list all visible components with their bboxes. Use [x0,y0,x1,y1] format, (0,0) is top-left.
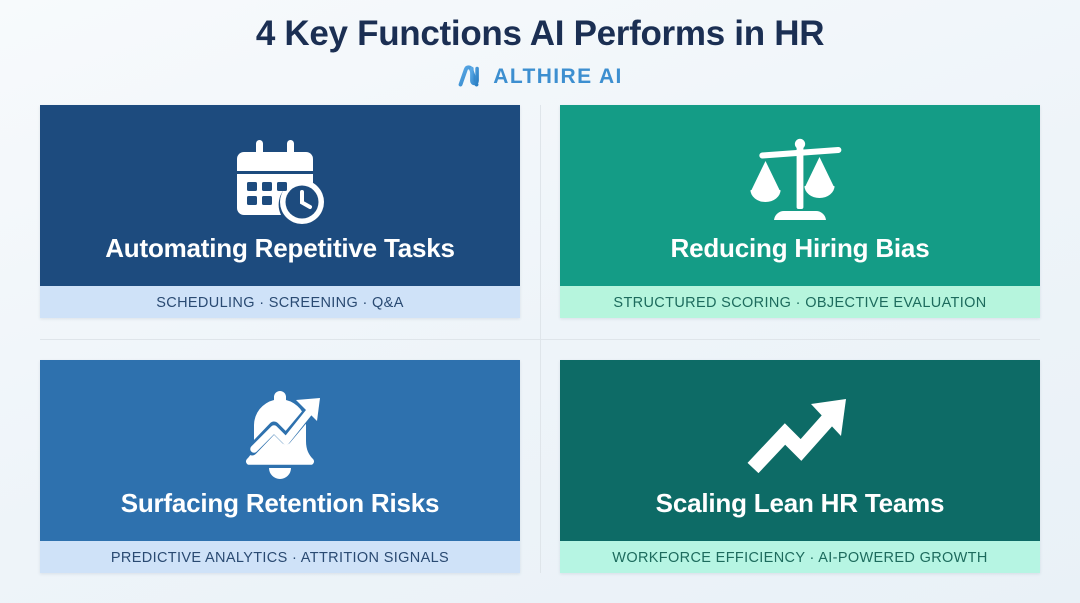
card-footer: SCHEDULING · SCREENING · Q&A [40,286,520,318]
brand-lockup: ALTHIRE AI [0,63,1080,90]
trending-up-arrow-icon [745,384,855,488]
card-body: Reducing Hiring Bias [560,105,1040,286]
card-body: Automating Repetitive Tasks [40,105,520,286]
card-footer: STRUCTURED SCORING · OBJECTIVE EVALUATIO… [560,286,1040,318]
card-title: Surfacing Retention Risks [120,488,440,518]
calendar-clock-icon [234,129,326,233]
card-title: Scaling Lean HR Teams [655,488,945,518]
function-card-automating-repetitive-tasks[interactable]: Automating Repetitive Tasks SCHEDULING ·… [40,105,520,318]
function-card-reducing-hiring-bias[interactable]: Reducing Hiring Bias STRUCTURED SCORING … [560,105,1040,318]
card-footer: WORKFORCE EFFICIENCY · AI-POWERED GROWTH [560,541,1040,573]
althire-logo-mark-icon [457,63,484,90]
card-title: Reducing Hiring Bias [670,233,930,263]
page-title: 4 Key Functions AI Performs in HR [255,14,825,53]
bell-trending-arrow-icon [230,384,330,488]
header: 4 Key Functions AI Performs in HR ALTHIR… [0,0,1080,90]
functions-grid: Automating Repetitive Tasks SCHEDULING ·… [40,105,1040,573]
brand-name: ALTHIRE AI [493,64,623,88]
grid-divider-horizontal [40,339,1040,340]
function-card-scaling-lean-hr-teams[interactable]: Scaling Lean HR Teams WORKFORCE EFFICIEN… [560,360,1040,573]
card-title: Automating Repetitive Tasks [105,233,455,263]
card-body: Scaling Lean HR Teams [560,360,1040,541]
card-footer: PREDICTIVE ANALYTICS · ATTRITION SIGNALS [40,541,520,573]
card-body: Surfacing Retention Risks [40,360,520,541]
balance-scales-icon [750,129,850,233]
function-card-surfacing-retention-risks[interactable]: Surfacing Retention Risks PREDICTIVE ANA… [40,360,520,573]
